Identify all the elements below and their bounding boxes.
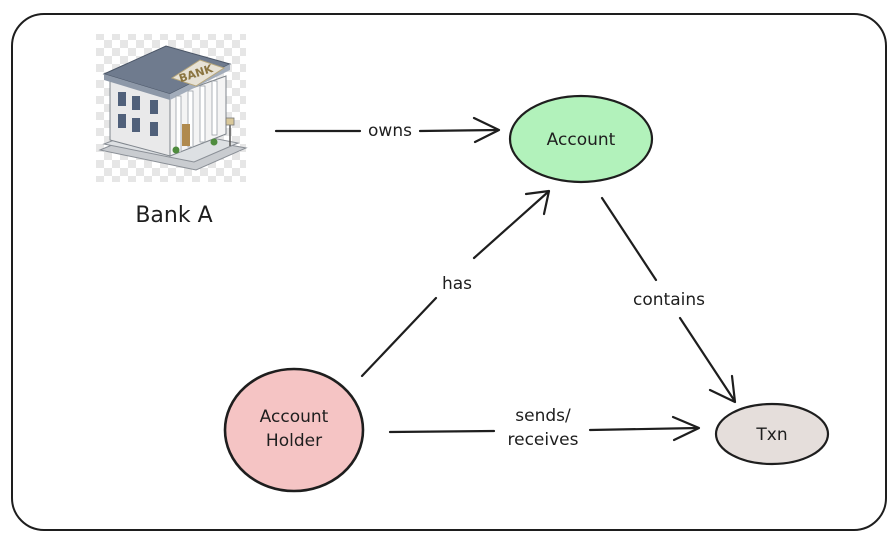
edge-owns: owns [274,116,501,144]
bank-image: BANK [96,34,248,182]
edge-label-owns: owns [368,121,412,141]
edge-has: has [360,189,551,378]
node-txn: Txn [714,402,830,466]
node-account-holder: Account Holder [223,367,365,493]
edge-sends-receives: sends/ receives [388,406,701,450]
edge-label-has: has [442,274,472,294]
bank-label: Bank A [135,203,212,228]
node-account: Account [508,94,654,184]
node-txn-label: Txn [755,425,787,445]
edge-contains: contains [600,196,737,404]
edge-label-receives: receives [508,430,579,450]
node-holder-label-line1: Account [260,407,329,427]
node-holder-label-line2: Holder [266,431,322,451]
edge-label-contains: contains [633,290,705,310]
node-account-label: Account [547,130,616,150]
edge-label-sends: sends/ [515,406,571,426]
